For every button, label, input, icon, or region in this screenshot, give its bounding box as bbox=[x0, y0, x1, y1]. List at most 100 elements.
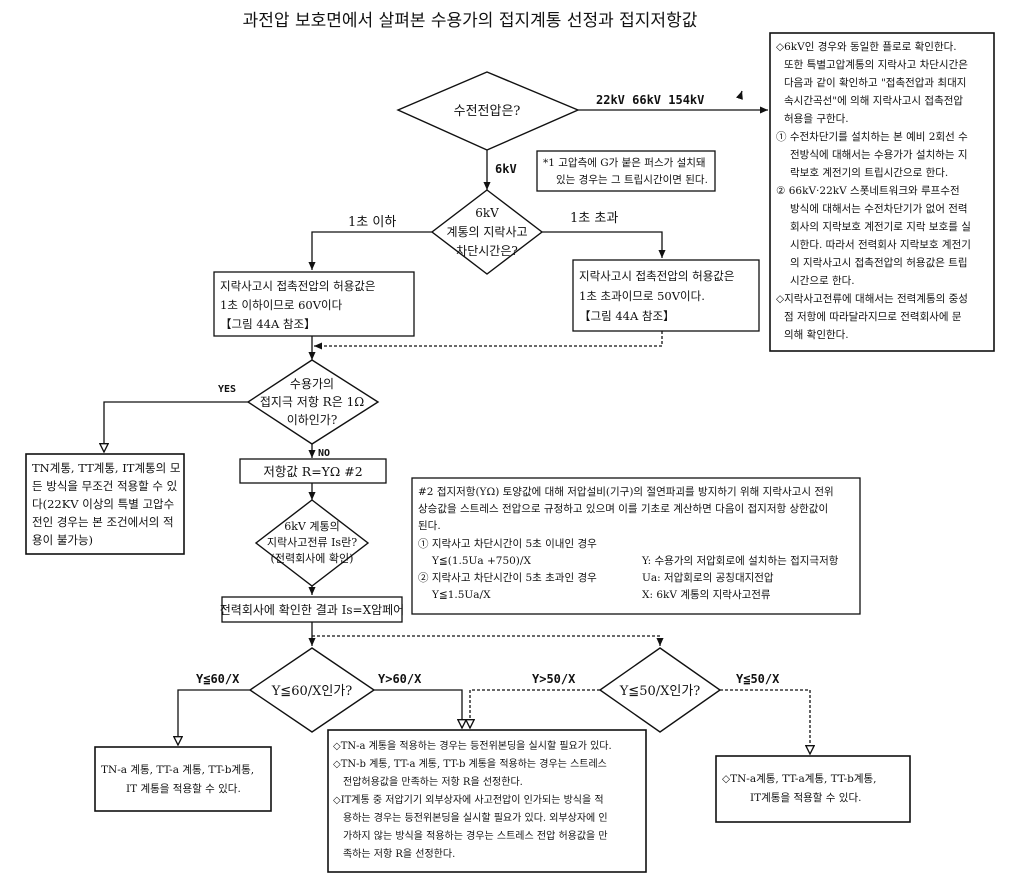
info-line: 회사의 지락보호 계전기로 지락 보호를 실 bbox=[790, 221, 971, 233]
decision-shape bbox=[396, 71, 580, 151]
decision-label: Y≦60/X인가? bbox=[271, 684, 353, 699]
note-line: #2 접지저항(YΩ) 토양값에 대해 저압설비(기구)의 절연파괴를 방지하기… bbox=[418, 485, 834, 498]
decision-60x: Y≦60/X인가? bbox=[248, 647, 376, 733]
note-line: ① 지락사고 차단시간이 5초 이내인 경우 bbox=[418, 537, 597, 550]
box-confirm: 전력회사에 확인한 결과 Is=X암페어 bbox=[220, 596, 404, 623]
decision-shape bbox=[248, 647, 376, 733]
edge-yes bbox=[104, 401, 248, 452]
box-line: 용하는 경우는 등전위본딩을 실시할 필요가 있다. 외부상자에 인 bbox=[343, 811, 608, 824]
decision-label: 계통의 지락사고 bbox=[446, 225, 527, 239]
box-all-methods: TN계통, TT계통, IT계통의 모 든 방식을 무조건 적용할 수 있 다(… bbox=[25, 453, 185, 555]
decision-label: 이하인가? bbox=[287, 413, 338, 427]
edge-mark bbox=[735, 90, 743, 100]
box-frame bbox=[572, 259, 760, 332]
info-line: 속시간곡선"에 의해 지락사고시 접촉전압 bbox=[784, 94, 963, 107]
box-line: 가하지 않는 방식을 적용하는 경우는 스트레스 전압 허용값을 만 bbox=[343, 829, 608, 842]
box-line: ◇TN-a 계통을 적용하는 경우는 등전위본딩을 실시할 필요가 있다. bbox=[333, 739, 612, 752]
box-line: IT 계통을 적용할 수 있다. bbox=[126, 783, 241, 795]
label-yes: YES bbox=[218, 384, 236, 395]
note-line: Y≦1.5Ua/X bbox=[431, 589, 491, 601]
info-line: ◇지락사고전류에 대해서는 전력계통의 중성 bbox=[776, 292, 968, 305]
box-frame bbox=[25, 453, 185, 555]
edge-50v-merge bbox=[314, 331, 663, 350]
info-line: 의 지락사고시 접촉전압의 허용값은 트립 bbox=[790, 256, 968, 269]
box-center-result: ◇TN-a 계통을 적용하는 경우는 등전위본딩을 실시할 필요가 있다. ◇T… bbox=[327, 729, 647, 873]
connectors bbox=[104, 90, 810, 754]
note1-box: *1 고압측에 G가 붙은 퍼스가 설치돼 있는 경우는 그 트립시간이면 된다… bbox=[536, 150, 716, 192]
box-frame bbox=[715, 755, 911, 823]
box-line: ◇TN-b 계통, TT-a 계통, TT-b 계통을 적용하는 경우는 스트레… bbox=[333, 757, 607, 770]
box-line: 전력회사에 확인한 결과 Is=X암페어 bbox=[220, 603, 404, 617]
info-line: 시간으로 한다. bbox=[790, 275, 855, 287]
decision-50x: Y≦50/X인가? bbox=[598, 647, 722, 733]
label-60-right: Y>60/X bbox=[378, 672, 422, 686]
decision-label: 6kV 계통의 bbox=[284, 520, 339, 533]
info-line: ① 수전차단기를 설치하는 본 예비 2회선 수 bbox=[776, 130, 968, 143]
box-line: TN계통, TT계통, IT계통의 모 bbox=[32, 461, 180, 475]
info-line: 다음과 같이 확인하고 "접촉전압과 최대지 bbox=[784, 76, 966, 89]
box-resistance-value: 저항값 R=YΩ #2 bbox=[239, 458, 387, 484]
box-left-result: TN-a 계통, TT-a 계통, TT-b계통, IT 계통을 적용할 수 있… bbox=[94, 746, 272, 812]
box-line: 저항값 R=YΩ #2 bbox=[263, 464, 362, 479]
box-line: 지락사고시 접촉전압의 허용값은 bbox=[579, 269, 734, 283]
decision-label: 접지극 저항 R은 1Ω bbox=[260, 395, 364, 409]
box-line: 용이 불가능) bbox=[32, 533, 93, 547]
box-line: 지락사고시 접촉전압의 허용값은 bbox=[220, 279, 375, 293]
decision-label: 수용가의 bbox=[290, 377, 334, 391]
note-line: Y≦(1.5Ua +750)/X bbox=[431, 555, 531, 567]
note-line: X: 6kV 계통의 지락사고전류 bbox=[642, 589, 771, 601]
note-frame bbox=[411, 477, 861, 615]
info-line: 의해 확인한다. bbox=[784, 328, 849, 341]
info-line: ② 66kV·22kV 스폿네트워크와 루프수전 bbox=[776, 184, 960, 197]
note-line: Ua: 저압회로의 공칭대지전압 bbox=[642, 571, 774, 584]
decision-label: Y≦50/X인가? bbox=[619, 684, 701, 699]
edge-under-1s bbox=[308, 231, 432, 270]
decision-shape bbox=[430, 189, 544, 275]
box-frame bbox=[239, 458, 387, 484]
info-line: 락보호 계전기의 트립시간으로 한다. bbox=[790, 166, 948, 179]
decision-fault-current: 6kV 계통의 지락사고전류 Is란? (전력회사에 확인) bbox=[254, 499, 370, 587]
box-line: 다(22KV 이상의 특별 고압수 bbox=[32, 497, 174, 511]
note-line: Y: 수용가의 저압회로에 설치하는 접지극저항 bbox=[641, 554, 839, 567]
box-line: 전인 경우는 본 조건에서의 적 bbox=[32, 515, 174, 529]
decision-label: (전력회사에 확인) bbox=[271, 552, 354, 565]
box-line: 1초 이하이므로 60V이다 bbox=[220, 298, 343, 312]
label-50-left: Y>50/X bbox=[532, 672, 576, 686]
decision-shape bbox=[254, 499, 370, 587]
label-6kv: 6kV bbox=[495, 162, 517, 176]
box-50v: 지락사고시 접촉전압의 허용값은 1초 초과이므로 50V이다. 【그림 44A… bbox=[572, 259, 760, 332]
note2-box: #2 접지저항(YΩ) 토양값에 대해 저압설비(기구)의 절연파괴를 방지하기… bbox=[411, 477, 861, 615]
decision-trip-time: 6kV 계통의 지락사고 차단시간은? bbox=[430, 189, 544, 275]
info-line: 전방식에 대해서는 수용가가 설치하는 지 bbox=[790, 148, 968, 161]
edge-60-right bbox=[374, 689, 462, 728]
note-frame bbox=[536, 150, 716, 192]
label-high-voltage: 22kV 66kV 154kV bbox=[596, 93, 704, 107]
edge-over-1s bbox=[542, 231, 666, 258]
info-line: ◇6kV인 경우와 동일한 플로로 확인한다. bbox=[776, 40, 957, 53]
box-line: 【그림 44A 참조】 bbox=[579, 309, 675, 323]
info-line: 시한다. 따라서 전력회사 지락보호 계전기 bbox=[790, 239, 971, 251]
box-line: TN-a 계통, TT-a 계통, TT-b계통, bbox=[101, 764, 254, 776]
note-line: 상승값을 스트레스 전압으로 규정하고 있으며 이를 기초로 계산하면 다음이 … bbox=[418, 502, 828, 515]
edge-60-left bbox=[178, 689, 250, 745]
box-right-result: ◇TN-a계통, TT-a계통, TT-b계통, IT계통을 적용할 수 있다. bbox=[715, 755, 911, 823]
edge-split-right bbox=[312, 635, 664, 646]
info-frame bbox=[769, 32, 995, 352]
label-50-right: Y≦50/X bbox=[736, 672, 780, 686]
box-60v: 지락사고시 접촉전압의 허용값은 1초 이하이므로 60V이다 【그림 44A … bbox=[213, 271, 415, 337]
box-line: 【그림 44A 참조】 bbox=[220, 317, 316, 331]
box-frame bbox=[213, 271, 415, 337]
decision-resistance: 수용가의 접지극 저항 R은 1Ω 이하인가? bbox=[246, 359, 380, 445]
info-line: 또한 특별고압계통의 지락사고 차단시간은 bbox=[784, 58, 968, 71]
box-frame bbox=[221, 596, 403, 623]
decision-label: 지락사고전류 Is란? bbox=[267, 536, 357, 549]
decision-label: 수전전압은? bbox=[454, 104, 521, 119]
note-line: 있는 경우는 그 트립시간이면 된다. bbox=[556, 173, 708, 186]
edge-50-left bbox=[470, 689, 600, 728]
right-info-box: ◇6kV인 경우와 동일한 플로로 확인한다. 또한 특별고압계통의 지락사고 … bbox=[769, 32, 995, 352]
box-frame bbox=[94, 746, 272, 812]
decision-supply-voltage: 수전전압은? bbox=[396, 71, 580, 151]
decision-shape bbox=[598, 647, 722, 733]
